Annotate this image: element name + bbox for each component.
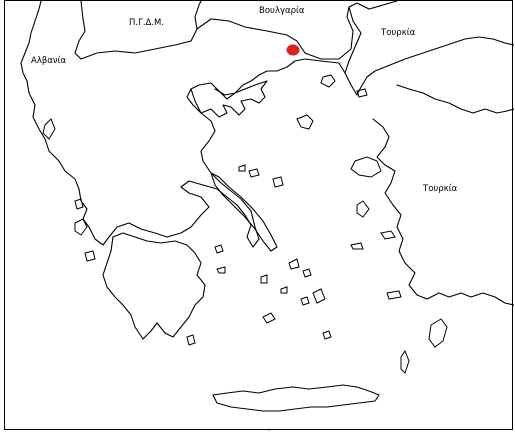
border-albania-pgdm xyxy=(20,1,42,82)
island-corfu xyxy=(42,118,56,140)
island-skiathos xyxy=(238,164,246,172)
island-lesvos xyxy=(350,156,382,178)
greece-map: Π.Γ.Δ.Μ. Βουλγαρία Τουρκία Αλβανία Τουρκ… xyxy=(20,1,514,431)
label-turkey-east: Τουρκία xyxy=(422,184,458,194)
island-milos xyxy=(262,312,276,324)
island-zakynthos xyxy=(84,250,96,262)
island-limnos xyxy=(296,114,314,130)
border-turkey-greece xyxy=(344,6,362,74)
island-rhodes xyxy=(428,318,448,348)
island-alonissos xyxy=(248,168,260,178)
island-ikaria xyxy=(350,242,364,250)
label-turkey-north: Τουρκία xyxy=(380,28,416,38)
island-kythira xyxy=(186,334,196,346)
island-kea xyxy=(260,274,268,284)
map-frame: Π.Γ.Δ.Μ. Βουλγαρία Τουρκία Αλβανία Τουρκ… xyxy=(4,0,514,431)
island-lefkada xyxy=(74,198,84,210)
island-santorini xyxy=(322,330,332,340)
island-naxos xyxy=(312,288,326,304)
island-kos xyxy=(386,290,402,300)
turkey-coastline xyxy=(372,36,514,306)
islands xyxy=(42,74,448,431)
island-andros xyxy=(288,258,300,270)
border-bulgaria-greece xyxy=(196,2,358,60)
island-samothraki xyxy=(356,88,368,98)
island-aegina xyxy=(214,244,224,254)
island-kefalonia xyxy=(74,218,88,236)
island-paros xyxy=(300,296,310,306)
island-thasos xyxy=(320,74,336,88)
island-chios xyxy=(356,200,370,218)
island-karpathos xyxy=(400,349,410,374)
border-bulgaria-turkey xyxy=(356,1,398,10)
peloponnese-coastline xyxy=(102,232,206,340)
border-pgdm-greece xyxy=(74,1,202,60)
crete-coastline xyxy=(212,384,380,412)
mainland-coastline xyxy=(26,58,396,248)
island-syros xyxy=(280,286,288,294)
island-skyros xyxy=(272,176,284,188)
island-hydra xyxy=(216,266,226,274)
island-samos xyxy=(380,230,396,240)
label-bulgaria: Βουλγαρία xyxy=(259,6,305,16)
evia-coastline xyxy=(210,172,278,252)
location-marker[interactable] xyxy=(286,44,300,56)
chalkidiki-coastline xyxy=(190,80,268,118)
label-pgdm: Π.Γ.Δ.Μ. xyxy=(129,18,164,28)
island-tinos xyxy=(302,268,312,278)
label-albania: Αλβανία xyxy=(31,56,66,66)
